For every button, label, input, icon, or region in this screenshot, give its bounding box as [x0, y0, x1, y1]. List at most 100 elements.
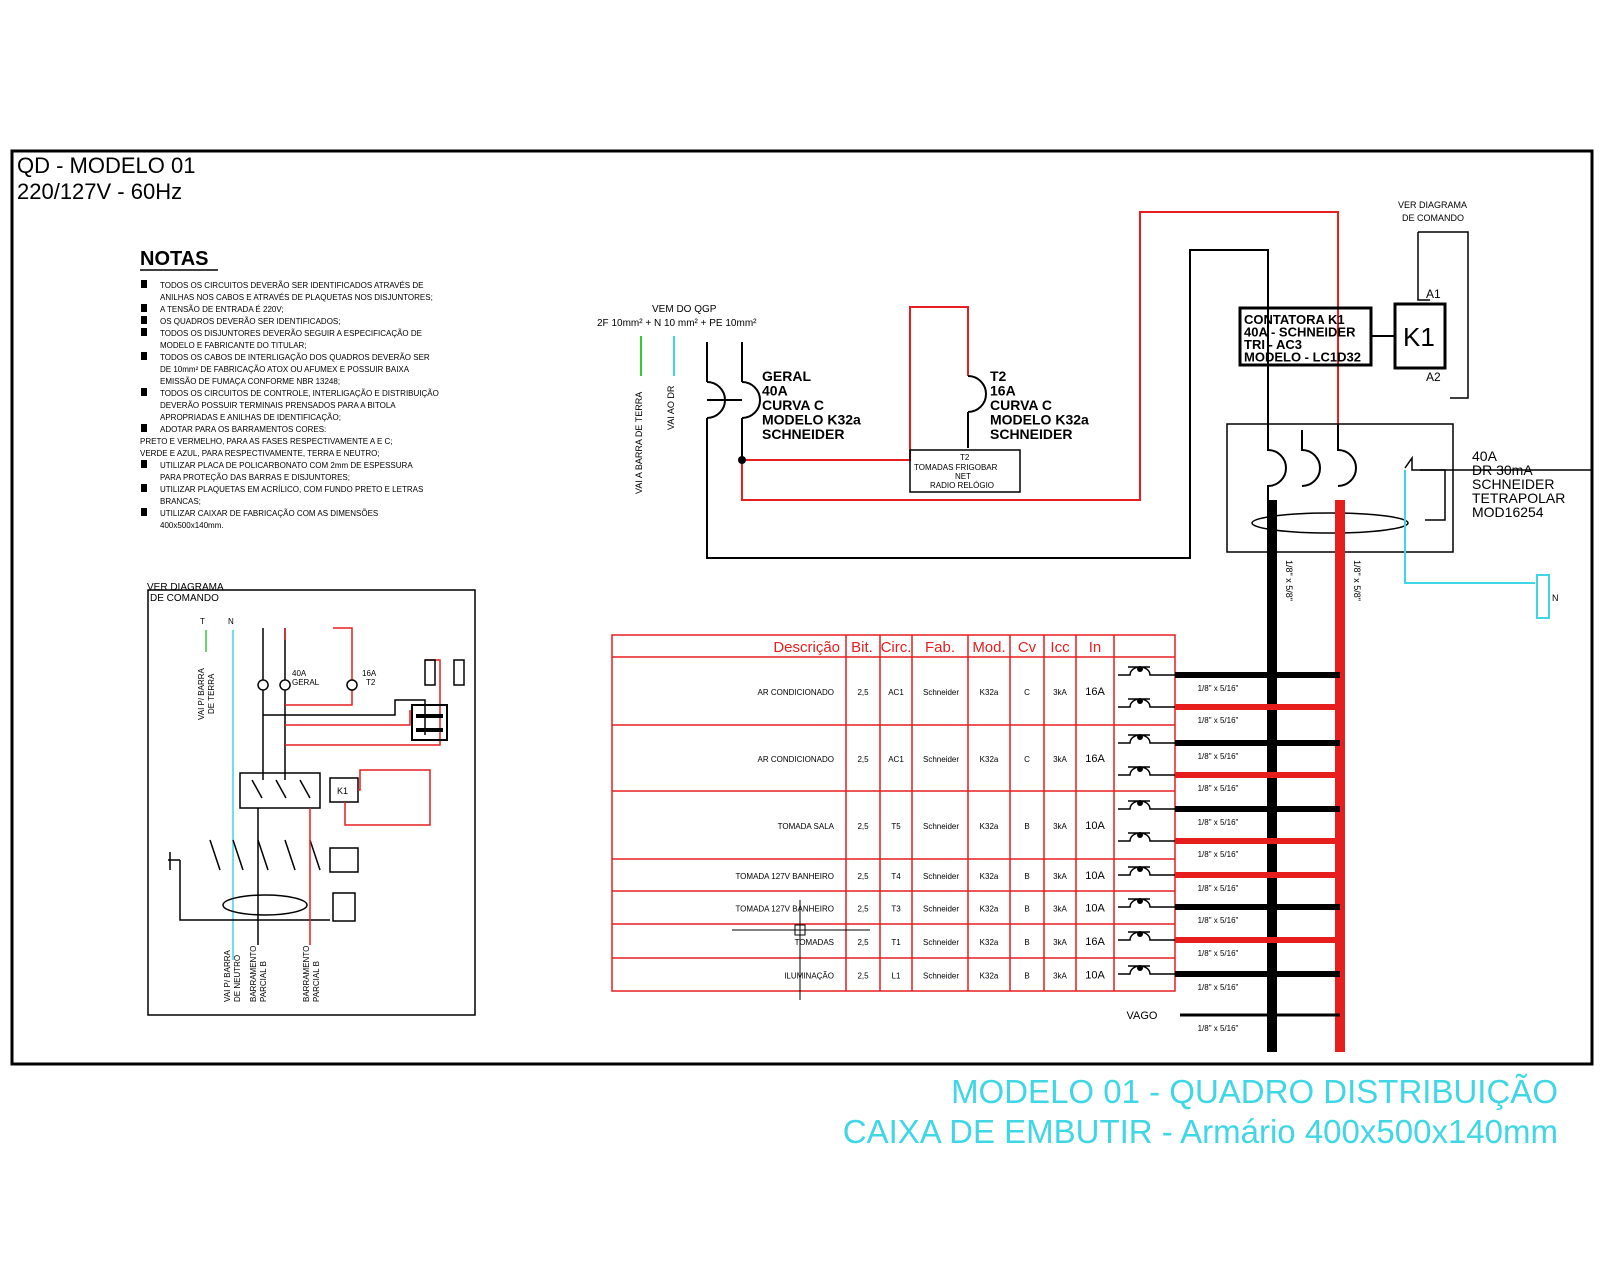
main-breaker-black-wiring: [706, 249, 1269, 559]
dr-neutral-out: [1404, 470, 1535, 584]
t2-breaker-symbol: [967, 375, 987, 448]
contactor-command-ref-2: DE COMANDO: [1402, 213, 1464, 223]
branch-bar-size: 1/8" x 5/16": [1198, 784, 1239, 793]
table-cell: 2,5: [857, 822, 869, 831]
note-line: OS QUADROS DEVERÃO SER IDENTIFICADOS;: [160, 317, 340, 326]
command-fuse-right: [453, 659, 465, 686]
note-line: UTILIZAR PLACA DE POLICARBONATO COM 2mm …: [160, 461, 413, 470]
t2-box-line-1: TOMADAS FRIGOBAR: [914, 463, 998, 472]
table-cell: Schneider: [923, 972, 959, 981]
branch-bar-size: 1/8" x 5/16": [1198, 752, 1239, 761]
table-cell: B: [1024, 938, 1029, 947]
coil-a1-label: A1: [1426, 287, 1441, 301]
table-cell: B: [1024, 872, 1029, 881]
board-title: QD - MODELO 01: [17, 153, 195, 178]
table-cell: Schneider: [923, 755, 959, 764]
command-t2-label-1: 16A: [362, 669, 377, 678]
command-k1-label: K1: [337, 786, 348, 796]
main-breaker-symbol: [706, 381, 761, 419]
command-black-loop: [263, 699, 426, 735]
spare-label: VAGO: [1127, 1010, 1158, 1022]
dr-test-circuit: [1404, 455, 1446, 521]
command-diagram-title-1: VER DIAGRAMA: [147, 582, 224, 593]
table-cell: Schneider: [923, 822, 959, 831]
command-dr-toroid: [222, 894, 308, 916]
table-cell: AR CONDICIONADO: [758, 755, 834, 764]
table-cell: 10A: [1085, 970, 1105, 982]
table-cell: T1: [891, 938, 901, 947]
table-cell: 10A: [1085, 870, 1105, 882]
command-bottom-3a: BARRAMENTO: [302, 946, 311, 1002]
note-line: ANILHAS NOS CABOS E ATRAVÉS DE PLAQUETAS…: [160, 293, 433, 302]
table-cell: 10A: [1085, 820, 1105, 832]
dr-text-line: DR 30mA: [1472, 462, 1533, 478]
note-bullet: [141, 424, 147, 432]
branch-bar-size: 1/8" x 5/16": [1198, 916, 1239, 925]
command-diagram-title-2: DE COMANDO: [150, 593, 219, 604]
supply-earth-label: VAI A BARRA DE TERRA: [634, 392, 644, 494]
branch-breaker: [1118, 766, 1175, 776]
branch-breaker: [1118, 931, 1175, 941]
main-breaker-text-line: 40A: [762, 383, 788, 399]
command-dr-contacts: [209, 839, 321, 871]
supply-section: VEM DO QGP 2F 10mm² + N 10 mm² + PE 10mm…: [597, 304, 757, 494]
table-cell: 2,5: [857, 972, 869, 981]
table-cell: 16A: [1085, 686, 1105, 698]
t2-load-box: [909, 449, 1021, 493]
supply-dr-label: VAI AO DR: [666, 385, 676, 430]
table-cell: TOMADA 127V BANHEIRO: [735, 872, 834, 881]
table-cell: T5: [891, 822, 901, 831]
command-timer: [411, 704, 448, 741]
neutral-bar-label: N: [1552, 593, 1559, 603]
command-diagram-frame: [147, 589, 476, 1016]
command-t2-wire: [285, 627, 353, 706]
dr-text-line: SCHNEIDER: [1472, 476, 1554, 492]
branch-breaker: [1118, 965, 1175, 975]
table-cell: 2,5: [857, 905, 869, 914]
note-line: MODELO E FABRICANTE DO TITULAR;: [160, 341, 307, 350]
busbar-a-size: 1/8" x 5/8": [1284, 560, 1294, 601]
main-breaker-text-line: SCHNEIDER: [762, 426, 844, 442]
note-line: TODOS OS DISJUNTORES DEVERÃO SEGUIR A ES…: [160, 329, 422, 338]
table-cell: 3kA: [1053, 938, 1067, 947]
footer-subtitle: CAIXA DE EMBUTIR - Armário 400x500x140mm: [842, 1113, 1558, 1150]
branch-breaker: [1118, 832, 1175, 842]
table-cell: 3kA: [1053, 822, 1067, 831]
notes-title: NOTAS: [140, 248, 209, 270]
table-header: Bit.: [851, 639, 873, 656]
table-header: Mod.: [972, 639, 1005, 656]
branch-breaker: [1118, 866, 1175, 876]
dr-text-line: MOD16254: [1472, 504, 1544, 520]
branch-bar-size: 1/8" x 5/16": [1198, 884, 1239, 893]
command-bottom-2a: BARRAMENTO: [249, 946, 258, 1002]
note-bullet: [141, 352, 147, 360]
command-t-label: T: [200, 617, 205, 626]
supply-from: VEM DO QGP: [652, 304, 717, 315]
contactor-command-wire: [1417, 231, 1469, 399]
branch-bar-size: 1/8" x 5/16": [1198, 684, 1239, 693]
main-breaker-text-line: MODELO K32a: [762, 412, 861, 428]
table-header: Fab.: [925, 639, 955, 656]
cad-cursor-box: [794, 924, 806, 936]
table-cell: K32a: [980, 688, 999, 697]
note-line: DE 10mm² DE FABRICAÇÃO ATOX OU AFUMEX E …: [160, 365, 410, 374]
main-breaker-text-line: GERAL: [762, 368, 811, 384]
table-cell: C: [1024, 688, 1030, 697]
coil-a2-label: A2: [1426, 370, 1441, 384]
table-cell: 10A: [1085, 903, 1105, 915]
drawing-frame: [10, 149, 1594, 1066]
table-cell: TOMADAS: [795, 938, 834, 947]
command-t2-label-2: T2: [366, 678, 376, 687]
table-cell: 3kA: [1053, 905, 1067, 914]
table-cell: 3kA: [1053, 688, 1067, 697]
table-cell: 16A: [1085, 753, 1105, 765]
command-main-label-1: 40A: [292, 669, 307, 678]
table-cell: 3kA: [1053, 872, 1067, 881]
t2-breaker-text-line: 16A: [990, 383, 1016, 399]
contactor-text-line: TRI - AC3: [1244, 337, 1302, 352]
table-cell: AC1: [888, 755, 904, 764]
command-contactor: [239, 772, 321, 809]
